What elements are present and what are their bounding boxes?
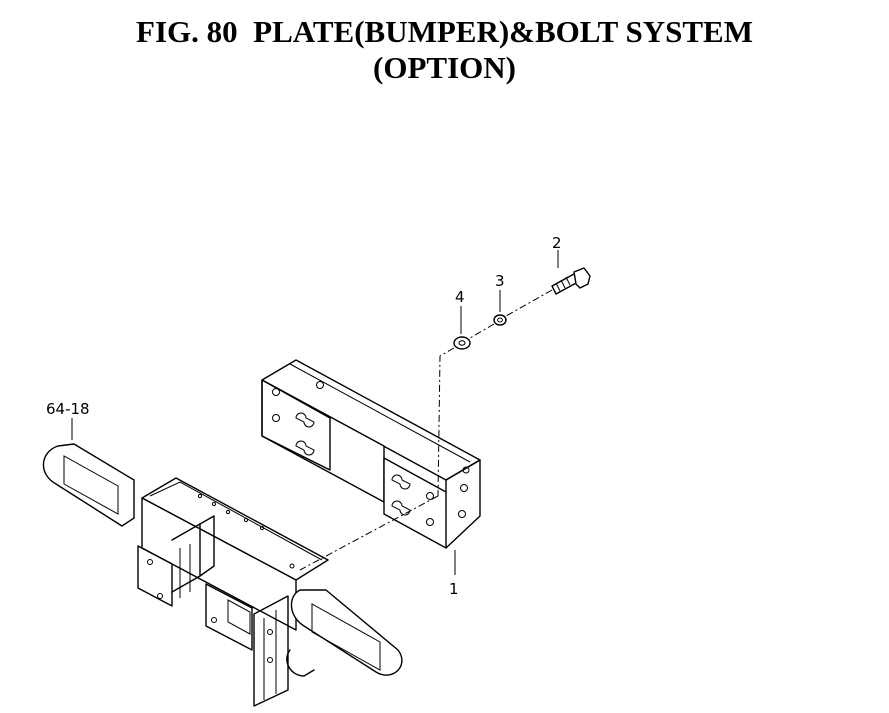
flat-washer	[453, 336, 471, 350]
page-title: FIG. 80 PLATE(BUMPER)&BOLT SYSTEM (OPTIO…	[0, 14, 889, 86]
callout-bumper-plate: 1	[449, 550, 459, 598]
callout-bumper-frame: 64-18	[46, 400, 90, 440]
title-line-2: (OPTION)	[373, 50, 516, 85]
title-line-1: FIG. 80 PLATE(BUMPER)&BOLT SYSTEM	[136, 14, 753, 49]
callout-bolt: 2	[552, 234, 562, 268]
bumper-frame	[42, 443, 403, 707]
bolt	[551, 267, 591, 295]
bumper-plate	[261, 359, 481, 549]
callout-flat-washer: 4	[455, 288, 465, 334]
assembly-lines	[299, 289, 553, 571]
callout-label-3: 3	[495, 272, 505, 290]
callout-spring-washer: 3	[495, 272, 505, 312]
callout-label-1: 1	[449, 580, 459, 598]
callout-label-64-18: 64-18	[46, 400, 90, 418]
spring-washer	[493, 314, 507, 326]
callout-label-4: 4	[455, 288, 465, 306]
callout-label-2: 2	[552, 234, 562, 252]
